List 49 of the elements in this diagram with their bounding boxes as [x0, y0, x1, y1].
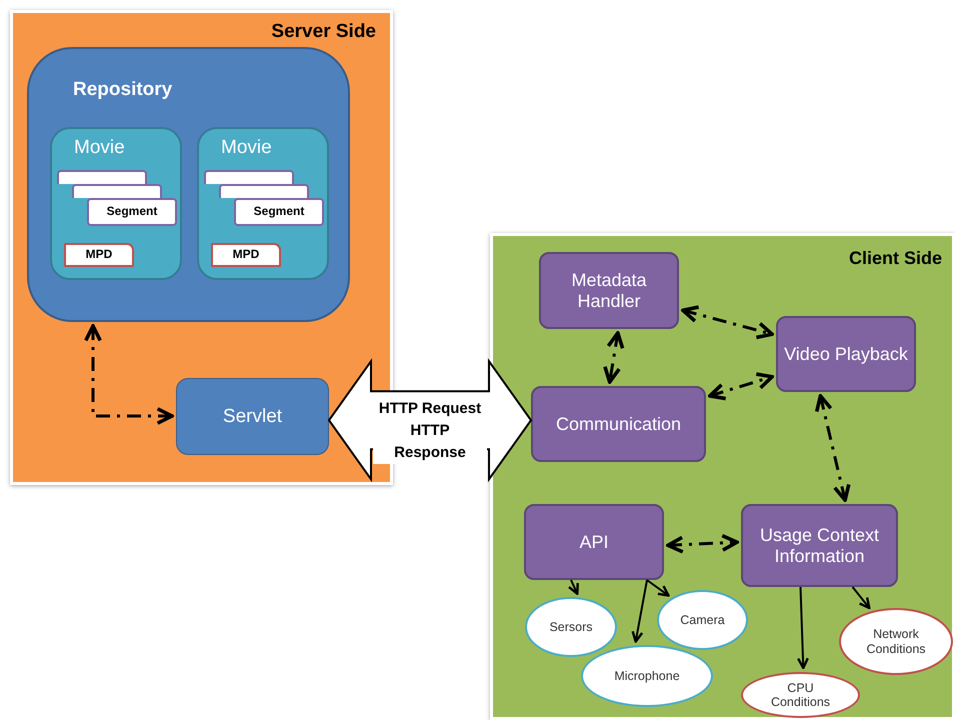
process-box: [539, 252, 679, 329]
segment-card: [219, 184, 309, 198]
container-title: Movie: [221, 137, 272, 159]
box-label: Communication: [554, 414, 682, 434]
panel-title: Server Side: [271, 21, 376, 43]
process-box: [776, 316, 916, 392]
arrow: [631, 580, 648, 643]
arrow: [852, 586, 871, 610]
process-box: [524, 504, 664, 580]
dash-dot-arrow: [708, 372, 774, 400]
container-title: Repository: [73, 79, 172, 101]
process-box: [531, 386, 706, 462]
container-title: Movie: [74, 137, 125, 159]
box-label: API: [578, 532, 610, 552]
dash-dot-arrow: [666, 534, 739, 554]
ellipse-label: Network Conditions: [865, 627, 927, 656]
box-label: MPD: [232, 248, 260, 262]
ellipse-label: Camera: [679, 612, 726, 628]
ellipse-label: Microphone: [613, 668, 681, 684]
document-card: [64, 243, 134, 267]
box-label: Video Playback: [783, 344, 909, 364]
segment-card: [204, 170, 294, 184]
movie-box: [197, 127, 329, 280]
arrow: [568, 580, 579, 596]
movie-box: [50, 127, 182, 280]
segment-card: [87, 198, 177, 226]
arrow: [646, 579, 670, 597]
box-label: Servlet: [222, 406, 284, 428]
client-panel: [490, 233, 955, 720]
repository-box: [27, 47, 350, 322]
process-box: [741, 504, 898, 587]
process-box: [176, 378, 329, 455]
dash-dot-arrow: [84, 324, 174, 425]
segment-card: [234, 198, 324, 226]
box-label: Segment: [252, 205, 306, 219]
document-card: [211, 243, 281, 267]
ellipse-label: Sersors: [548, 620, 594, 634]
box-label: Usage Context Information: [758, 524, 880, 566]
dash-dot-arrow: [603, 331, 624, 384]
dash-dot-arrow: [814, 394, 851, 502]
segment-card: [72, 184, 162, 198]
dash-dot-arrow: [681, 305, 774, 340]
arrow: [796, 586, 809, 670]
ellipse-label: CPU Conditions: [770, 680, 832, 710]
panel-title: Client Side: [848, 248, 942, 269]
segment-card: [57, 170, 147, 184]
box-label: Segment: [106, 205, 158, 219]
box-label: Metadata Handler: [570, 270, 648, 312]
box-label: MPD: [84, 248, 114, 262]
